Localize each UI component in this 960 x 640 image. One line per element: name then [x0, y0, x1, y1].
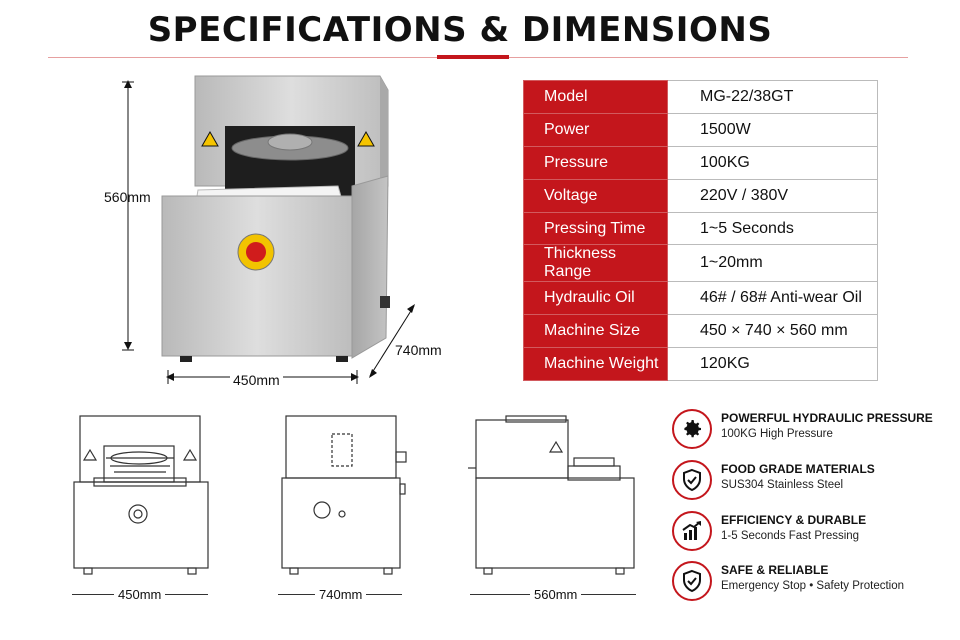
- spec-key: Pressure: [523, 145, 668, 180]
- spec-value: MG-22/38GT: [667, 80, 878, 114]
- front-dimension-label: 450mm: [114, 587, 166, 602]
- spec-key: Power: [523, 112, 668, 147]
- bar-chart-icon: [672, 511, 712, 551]
- feature-title: SAFE & RELIABLE: [721, 563, 829, 577]
- spec-value: 100KG: [667, 145, 878, 180]
- spec-key: Pressing Time: [523, 211, 668, 246]
- height-dimension-line: [122, 80, 134, 351]
- width-label: 450mm: [230, 372, 283, 388]
- side-view-drawing: [281, 415, 407, 575]
- feature-title: FOOD GRADE MATERIALS: [721, 462, 875, 476]
- spec-key: Hydraulic Oil: [523, 281, 668, 316]
- spec-value: 1~5 Seconds: [667, 211, 878, 246]
- feature-title: EFFICIENCY & DURABLE: [721, 513, 867, 527]
- spec-value: 450 × 740 × 560 mm: [667, 314, 878, 349]
- spec-value: 1~20mm: [667, 244, 878, 283]
- spec-key: Voltage: [523, 178, 668, 213]
- feature-subtitle: SUS304 Stainless Steel: [721, 479, 844, 491]
- gear-icon: [672, 409, 712, 449]
- spec-value: 1500W: [667, 112, 878, 147]
- spec-key: Machine Size: [523, 314, 668, 349]
- spec-value: 120KG: [667, 347, 878, 382]
- spec-value: 46# / 68# Anti-wear Oil: [667, 281, 878, 316]
- shield-check-icon: [672, 460, 712, 500]
- machine-illustration: [161, 75, 390, 362]
- feature-title: POWERFUL HYDRAULIC PRESSURE: [721, 411, 933, 425]
- page-title: SPECIFICATIONS & DIMENSIONS: [147, 10, 773, 50]
- depth-label: 740mm: [395, 342, 442, 358]
- feature-item: POWERFUL HYDRAULIC PRESSURE 100KG High P…: [672, 409, 942, 459]
- depth-dimension-line: [369, 304, 415, 378]
- side-dimension-label: 740mm: [315, 587, 367, 602]
- front-view-drawing: [73, 415, 209, 575]
- feature-subtitle: Emergency Stop • Safety Protection: [721, 580, 905, 592]
- shield-check-icon: [672, 561, 712, 601]
- feature-subtitle: 1-5 Seconds Fast Pressing: [721, 530, 860, 542]
- back-view-drawing: [468, 415, 635, 575]
- height-label: 560mm: [104, 189, 151, 205]
- spec-key: Machine Weight: [523, 347, 668, 382]
- feature-item: EFFICIENCY & DURABLE 1-5 Seconds Fast Pr…: [672, 511, 942, 561]
- back-dimension-label: 560mm: [530, 587, 582, 602]
- spec-key: Thickness Range: [523, 244, 668, 283]
- spec-key: Model: [523, 80, 668, 114]
- spec-value: 220V / 380V: [667, 178, 878, 213]
- feature-subtitle: 100KG High Pressure: [721, 428, 833, 440]
- feature-item: SAFE & RELIABLE Emergency Stop • Safety …: [672, 561, 942, 611]
- feature-item: FOOD GRADE MATERIALS SUS304 Stainless St…: [672, 460, 942, 510]
- title-accent-bar: [437, 55, 509, 59]
